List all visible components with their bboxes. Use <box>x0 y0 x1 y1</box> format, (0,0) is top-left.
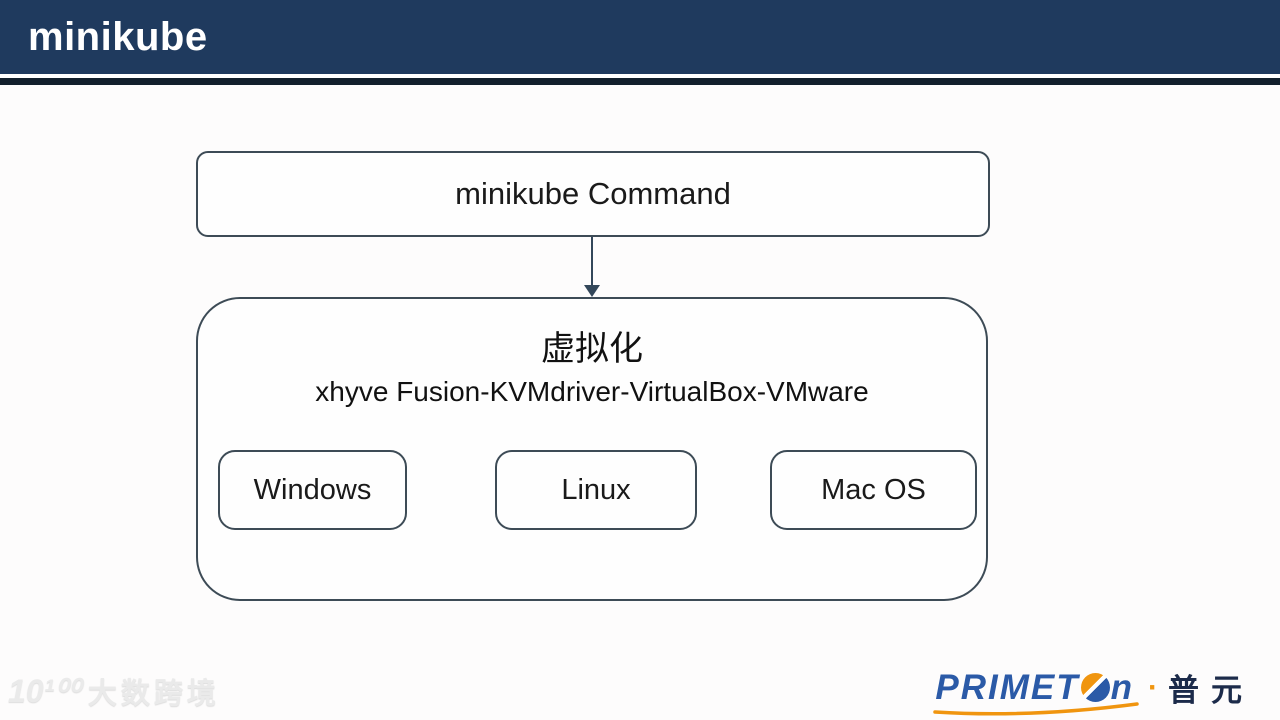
os-box-windows: Windows <box>218 450 407 530</box>
primeton-wordmark: PRIMET n <box>933 667 1140 716</box>
brand-chinese-name: 普元 <box>1168 673 1254 708</box>
slide-title: minikube <box>28 14 208 59</box>
os-label-linux: Linux <box>561 473 631 506</box>
minikube-command-label: minikube Command <box>455 176 731 211</box>
virtualization-box: 虚拟化 xhyve Fusion-KVMdriver-VirtualBox-VM… <box>196 297 988 601</box>
os-box-linux: Linux <box>495 450 697 530</box>
brand-separator-dot: · <box>1148 670 1158 704</box>
watermark-text: 大数跨境 <box>87 678 220 710</box>
primeton-logo: PRIMET n · 普元 <box>933 665 1254 716</box>
os-box-macos: Mac OS <box>770 450 977 530</box>
divider-white <box>0 74 1280 78</box>
os-label-macos: Mac OS <box>821 473 926 506</box>
orange-swoosh-icon <box>933 701 1140 716</box>
divider-dark <box>0 78 1280 85</box>
minikube-command-box: minikube Command <box>196 151 990 237</box>
virtualization-subtitle: xhyve Fusion-KVMdriver-VirtualBox-VMware <box>315 376 869 407</box>
primeton-wordmark-n: n <box>1110 667 1134 707</box>
virtualization-title: 虚拟化 <box>541 331 643 368</box>
os-label-windows: Windows <box>253 473 372 506</box>
arrow-line <box>591 237 593 287</box>
watermark-logo-icon: 10¹⁰⁰ <box>8 673 80 709</box>
title-bar: minikube <box>0 0 1280 74</box>
primeton-wordmark-text: PRIMET <box>935 667 1080 707</box>
watermark: 10¹⁰⁰ 大数跨境 <box>8 670 220 712</box>
down-arrow-icon <box>583 237 601 297</box>
arrow-head <box>584 285 600 297</box>
primeton-ball-icon <box>1080 673 1110 702</box>
